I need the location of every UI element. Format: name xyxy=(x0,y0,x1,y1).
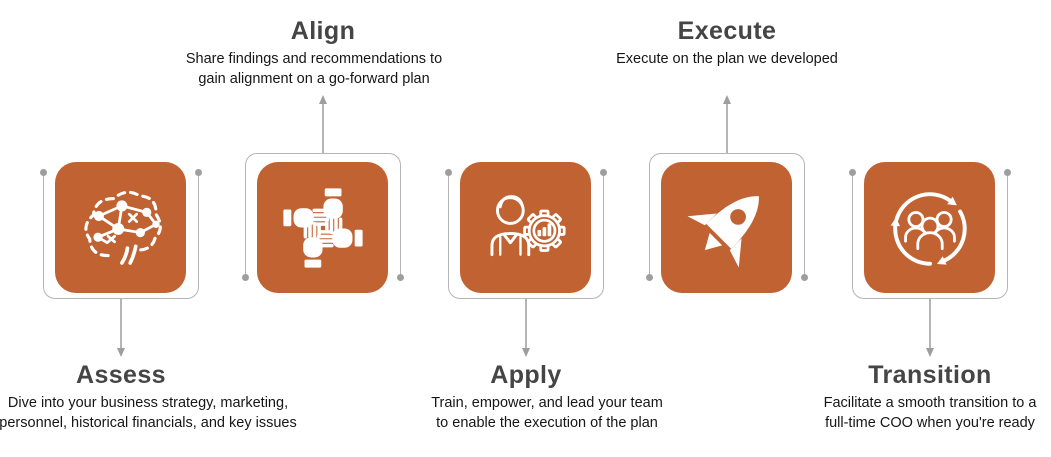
connector-bracket xyxy=(445,168,607,299)
step-description: Facilitate a smooth transition to a full… xyxy=(823,395,1037,431)
arrow-stem xyxy=(929,299,931,348)
team-cycle-icon xyxy=(890,191,967,266)
arrow-head xyxy=(925,348,934,357)
rocket-icon xyxy=(687,195,759,267)
assess-tile xyxy=(55,162,186,293)
step-apply: Apply Train, empower, and lead your team… xyxy=(425,0,663,457)
brain-network-icon xyxy=(83,190,162,265)
step-description: Execute on the plan we developed xyxy=(616,51,838,67)
step-align: Align Share findings and recommendations… xyxy=(186,0,442,457)
arrow-head xyxy=(318,95,327,104)
connector-dot xyxy=(1004,168,1011,176)
connector-dot xyxy=(600,168,607,176)
connector-bracket xyxy=(849,168,1011,299)
arrow-stem xyxy=(120,299,122,348)
step-title: Transition xyxy=(868,361,992,389)
step-title: Apply xyxy=(490,361,562,389)
connector-dot xyxy=(195,168,202,176)
teamwork-hands-icon xyxy=(282,187,363,268)
step-text: Assess Dive into your business strategy,… xyxy=(0,361,297,433)
arrow-head xyxy=(116,348,125,357)
person-gear-chart-icon xyxy=(489,194,566,256)
connector-dot xyxy=(445,168,452,176)
apply-tile xyxy=(460,162,591,293)
step-description: Share findings and recommendations to ga… xyxy=(185,51,443,87)
connector-dot xyxy=(646,273,653,281)
connector-dot xyxy=(397,273,404,281)
execute-tile xyxy=(661,162,792,293)
step-description: Train, empower, and lead your team to en… xyxy=(431,395,663,431)
step-title: Assess xyxy=(76,361,166,389)
step-text: Apply Train, empower, and lead your team… xyxy=(366,361,686,433)
connector-dot xyxy=(849,168,856,176)
connector-dot xyxy=(242,273,249,281)
arrow-stem xyxy=(322,104,324,153)
step-assess: Assess Dive into your business strategy,… xyxy=(0,0,297,457)
arrow-stem xyxy=(525,299,527,348)
align-tile xyxy=(257,162,388,293)
step-text: Align Share findings and recommendations… xyxy=(163,17,483,89)
step-title: Align xyxy=(290,17,356,45)
step-title: Execute xyxy=(677,17,777,45)
step-transition: Transition Facilitate a smooth transitio… xyxy=(824,0,1036,457)
connector-dot xyxy=(801,273,808,281)
arrow-stem xyxy=(726,104,728,153)
connector-dot xyxy=(40,168,47,176)
connector-bracket xyxy=(242,153,404,281)
arrow-head xyxy=(722,95,731,104)
step-text: Execute Execute on the plan we developed xyxy=(567,17,887,69)
arrow-head xyxy=(521,348,530,357)
step-description: Dive into your business strategy, market… xyxy=(0,395,297,431)
transition-tile xyxy=(864,162,995,293)
connector-bracket xyxy=(646,153,808,281)
step-text: Transition Facilitate a smooth transitio… xyxy=(770,361,1051,433)
connector-bracket xyxy=(40,168,202,299)
step-execute: Execute Execute on the plan we developed xyxy=(616,0,838,457)
